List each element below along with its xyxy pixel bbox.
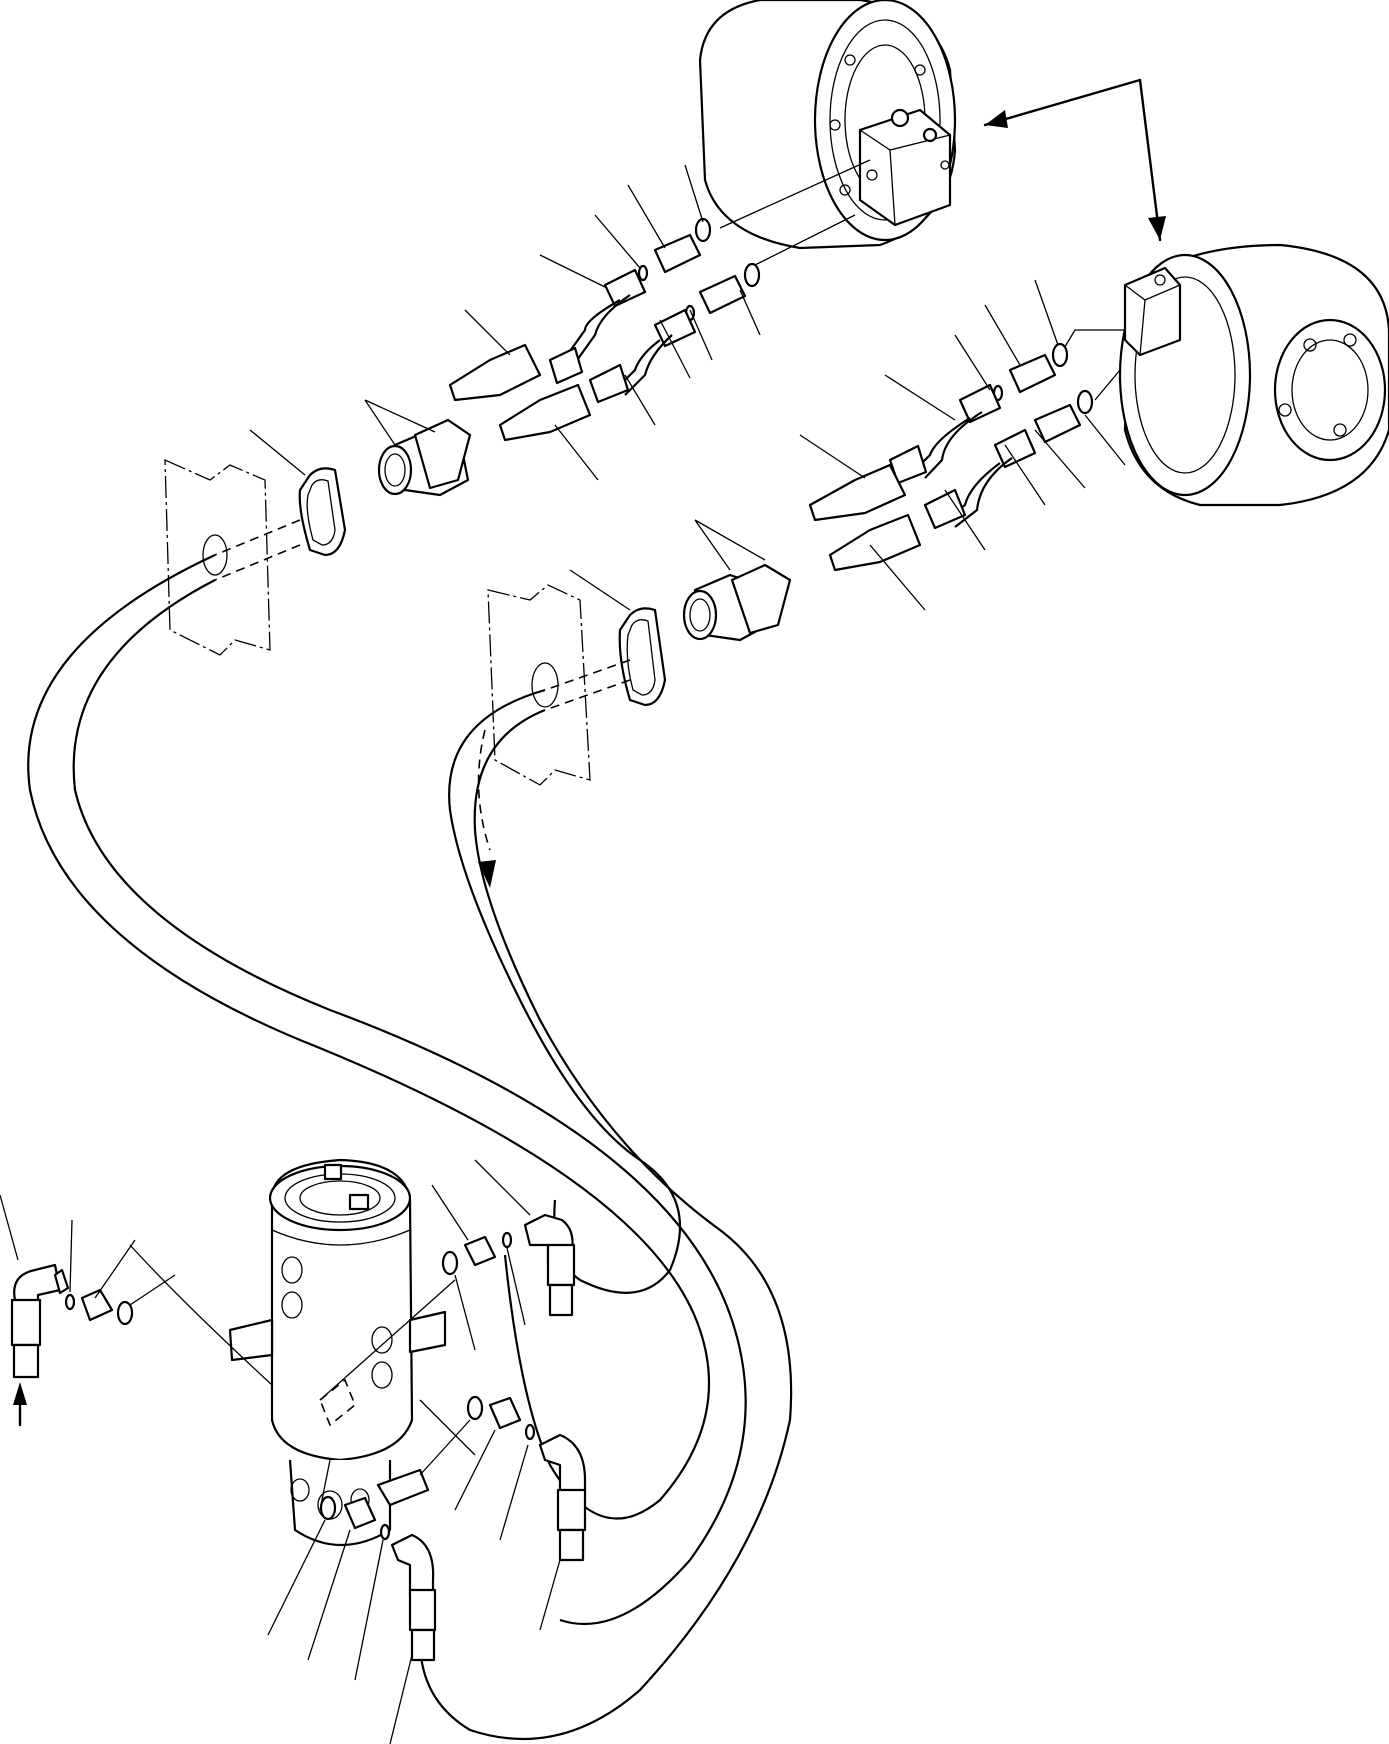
adapter-fitting-icon (653, 233, 702, 274)
o-ring-icon (637, 264, 649, 282)
lower-clamp (682, 563, 792, 642)
arrow-head-icon (1148, 216, 1166, 240)
swivel-fitting-bottom (319, 1495, 437, 1662)
o-ring-icon (64, 1293, 76, 1311)
o-ring-icon (694, 217, 712, 243)
adapter-fitting-icon (488, 1396, 522, 1430)
arrow-head-icon (985, 110, 1008, 128)
frame-plate-right (487, 584, 591, 786)
arrow-head-icon (13, 1382, 27, 1405)
adapter-fitting-icon (698, 274, 747, 315)
travel-motor-upper (698, 0, 957, 250)
bulkhead-grommet-right (618, 607, 667, 707)
o-ring-icon (116, 1300, 134, 1326)
o-ring-icon (466, 1395, 484, 1421)
adapter-fitting-icon (1033, 403, 1082, 444)
adapter-fitting-icon (1008, 353, 1057, 394)
swivel-fitting-left (10, 1263, 134, 1427)
o-ring-icon (1076, 389, 1094, 415)
swivel-fitting-top (441, 1213, 576, 1317)
o-ring-icon (441, 1250, 459, 1276)
swivel-joint (228, 1158, 447, 1546)
elbow-fitting-icon (538, 1433, 587, 1497)
o-ring-icon (1051, 342, 1069, 368)
lower-fitting-chain (808, 329, 1125, 572)
arrow-head-icon (478, 860, 496, 888)
adapter-fitting-icon (80, 1288, 114, 1322)
callout-leader-lines (0, 164, 1126, 1744)
o-ring-icon (743, 262, 761, 288)
adapter-fitting-icon (463, 1235, 497, 1267)
o-ring-icon (379, 1523, 391, 1541)
swivel-fitting-right (466, 1395, 587, 1562)
elbow-fitting-icon (390, 1533, 435, 1597)
motor-reference-arrows (983, 78, 1166, 242)
o-ring-icon (501, 1231, 513, 1249)
o-ring-icon (319, 1495, 337, 1521)
bulkhead-grommet-left (298, 467, 347, 557)
adapter-fitting-icon (343, 1496, 377, 1530)
upper-fitting-chain (448, 159, 871, 442)
upper-clamp (377, 418, 472, 497)
hose-right-track (418, 659, 793, 1741)
travel-motor-lower (1118, 243, 1389, 507)
frame-plate-left (164, 458, 271, 656)
swivel-leader-lines (129, 1244, 476, 1511)
o-ring-icon (524, 1423, 536, 1441)
